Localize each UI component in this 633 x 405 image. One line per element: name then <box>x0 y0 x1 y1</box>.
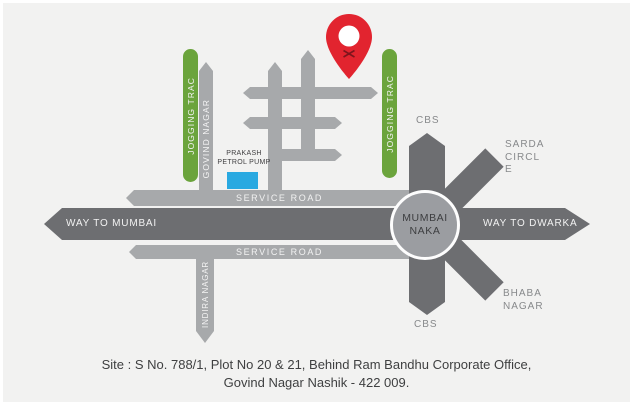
way-to-dwarka-arrow-icon <box>565 208 590 240</box>
govind-nagar-road: GOVIND NAGAR <box>199 71 213 206</box>
service-road-bottom-label: SERVICE ROAD <box>235 247 324 257</box>
jogging-track-right: JOGGING TRAC <box>382 49 397 178</box>
mumbai-naka-label-line1: MUMBAI <box>402 212 448 224</box>
way-to-mumbai-label: WAY TO MUMBAI <box>66 218 157 229</box>
service-road-bottom <box>136 245 425 259</box>
cbs-north-arrow-icon <box>409 133 445 146</box>
grid-street-cross-1 <box>250 87 371 99</box>
cbs-bottom-label: CBS <box>414 319 438 330</box>
indira-nagar-label: INDIRA NAGAR <box>200 260 210 328</box>
way-to-mumbai-arrow-icon <box>44 208 62 240</box>
petrol-pump-label: PRAKASH PETROL PUMP <box>213 149 275 167</box>
site-address-caption: Site : S No. 788/1, Plot No 20 & 21, Beh… <box>0 356 633 392</box>
site-address-line2: Govind Nagar Nashik - 422 009. <box>223 375 410 390</box>
indira-nagar-arrow-icon <box>196 331 214 343</box>
sarda-circle-label: SARDA CIRCL E <box>505 139 544 177</box>
service-road-top-label: SERVICE ROAD <box>235 193 324 203</box>
grid-street-arrow-icon <box>335 149 342 161</box>
cbs-south-arrow-icon <box>409 302 445 315</box>
grid-street-arrow-icon <box>301 50 315 59</box>
location-pin-icon <box>325 13 373 85</box>
govind-nagar-label: GOVIND NAGAR <box>201 98 211 179</box>
sarda-circle-label-line3: E <box>505 164 513 175</box>
service-road-bottom-arrow-icon <box>129 245 136 259</box>
mumbai-naka-label-line2: NAKA <box>409 225 441 237</box>
grid-street-cross-3 <box>268 149 335 161</box>
indira-nagar-road: INDIRA NAGAR <box>196 257 214 331</box>
service-road-top-arrow-icon <box>126 190 134 206</box>
petrol-pump-label-line1: PRAKASH <box>226 150 262 157</box>
bhaba-nagar-label-line1: BHABA <box>503 288 542 299</box>
petrol-pump-square-icon <box>227 172 258 189</box>
sarda-circle-label-line1: SARDA <box>505 139 545 150</box>
pin-logo-mark <box>343 49 355 58</box>
site-address-line1: Site : S No. 788/1, Plot No 20 & 21, Beh… <box>101 357 532 372</box>
grid-street-arrow-icon <box>243 117 250 129</box>
grid-street-cross-2 <box>250 117 335 129</box>
way-to-dwarka-label: WAY TO DWARKA <box>483 218 578 229</box>
jogging-track-left: JOGGING TRAC <box>183 49 198 182</box>
jogging-track-right-label: JOGGING TRAC <box>384 74 395 153</box>
jogging-track-left-label: JOGGING TRAC <box>185 76 196 155</box>
cbs-top-label: CBS <box>416 115 440 126</box>
grid-street-arrow-icon <box>335 117 342 129</box>
grid-street-vertical-2 <box>301 59 315 161</box>
petrol-pump-label-line2: PETROL PUMP <box>217 159 271 166</box>
sarda-circle-label-line2: CIRCL <box>505 151 541 163</box>
bhaba-nagar-label-line2: NAGAR <box>503 300 544 312</box>
grid-street-arrow-icon <box>371 87 378 99</box>
govind-nagar-arrow-icon <box>199 62 213 71</box>
main-highway-road <box>62 208 565 240</box>
mumbai-naka-junction: MUMBAI NAKA <box>390 190 460 260</box>
bhaba-nagar-label: BHABA NAGAR <box>503 288 544 313</box>
grid-street-arrow-icon <box>268 62 282 71</box>
grid-street-arrow-icon <box>243 87 250 99</box>
